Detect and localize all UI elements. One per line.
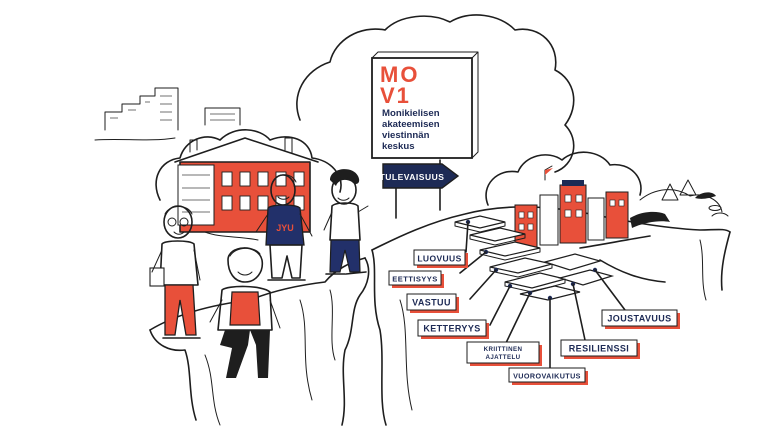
skill-labels: LUOVUUS EETTISYYS VASTUU KETTERYYS KRIIT… xyxy=(388,249,680,385)
right-trees xyxy=(661,179,729,217)
movi-name-line1: Monikielisen xyxy=(382,108,440,119)
skill-luovuus-text: LUOVUUS xyxy=(417,254,461,264)
skill-joustavuus: JOUSTAVUUS xyxy=(601,309,680,329)
skill-eettisyys: EETTISYYS xyxy=(388,270,444,288)
left-bushes xyxy=(155,129,342,201)
shirt-text: JYU xyxy=(276,223,294,233)
movi-logo-line2: V1 xyxy=(380,83,411,108)
person-with-glasses xyxy=(149,205,201,339)
skill-resilienssi: RESILIENSSI xyxy=(560,339,640,359)
left-skyline xyxy=(94,87,241,141)
person-sitting-on-edge xyxy=(209,247,281,378)
direction-sign: TULEVAISUUS xyxy=(380,163,460,189)
skill-resilienssi-text: RESILIENSSI xyxy=(569,344,629,354)
skill-kriittinen-text-line1: KRIITTINEN xyxy=(484,346,523,353)
person-jyu-shirt: JYU xyxy=(255,174,313,281)
skill-ketteryys-text: KETTERYYS xyxy=(423,324,480,334)
skill-vuorovaikutus-text: VUOROVAIKUTUS xyxy=(513,372,581,381)
skill-vastuu-text: VASTUU xyxy=(412,298,451,308)
skill-eettisyys-text: EETTISYYS xyxy=(392,275,437,284)
university-building xyxy=(174,137,319,241)
skill-joustavuus-text: JOUSTAVUUS xyxy=(607,314,671,324)
person-curly-hair xyxy=(323,169,369,275)
skill-vuorovaikutus: VUOROVAIKUTUS xyxy=(508,367,588,385)
background-cloud xyxy=(296,14,575,173)
skill-kriittinen-ajattelu: KRIITTINEN AJATTELU xyxy=(466,341,542,366)
skill-leader-lines xyxy=(459,221,626,369)
city-buildings xyxy=(514,165,670,249)
skill-luovuus: LUOVUUS xyxy=(413,249,468,268)
right-hills xyxy=(485,151,642,206)
skill-ketteryys: KETTERYYS xyxy=(417,319,489,339)
skill-kriittinen-text-line2: AJATTELU xyxy=(485,354,520,361)
staircase-edges xyxy=(454,221,566,293)
movi-name-line3: viestinnän xyxy=(382,130,430,141)
movi-name-line4: keskus xyxy=(382,141,415,152)
skill-vastuu: VASTUU xyxy=(406,293,459,313)
movi-name-line2: akateemisen xyxy=(382,119,440,130)
movi-sign: MO V1 Monikielisen akateemisen viestinnä… xyxy=(371,51,479,219)
movi-logo-line1: MO xyxy=(380,62,419,87)
direction-sign-text: TULEVAISUUS xyxy=(380,172,445,182)
